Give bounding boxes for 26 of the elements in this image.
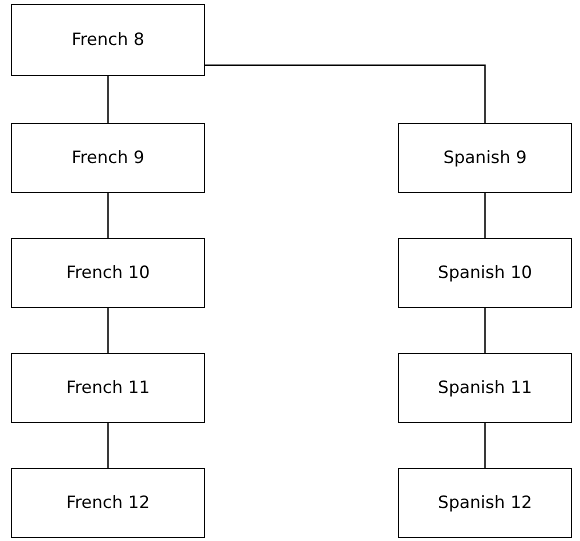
course-box (11, 353, 205, 423)
connector-line (484, 308, 486, 353)
course-box (11, 123, 205, 193)
course-name: French 8 (72, 30, 144, 50)
course-box (11, 238, 205, 308)
course-box (11, 468, 205, 538)
course-box (11, 4, 205, 76)
course-name: French 9 (72, 148, 144, 168)
course-name: Spanish 12 (438, 493, 532, 513)
course-box (398, 123, 572, 193)
course-name: French 11 (66, 378, 150, 398)
connector-line (484, 193, 486, 238)
connector-line (107, 76, 109, 123)
connector-line (107, 193, 109, 238)
connector-line (107, 308, 109, 353)
course-box (398, 238, 572, 308)
course-box (398, 353, 572, 423)
connector-line (107, 423, 109, 468)
course-name: French 10 (66, 263, 150, 283)
connector-line (205, 64, 486, 123)
course-box (398, 468, 572, 538)
course-name: French 12 (66, 493, 150, 513)
course-name: Spanish 11 (438, 378, 532, 398)
connector-line (484, 423, 486, 468)
course-name: Spanish 10 (438, 263, 532, 283)
course-name: Spanish 9 (443, 148, 527, 168)
